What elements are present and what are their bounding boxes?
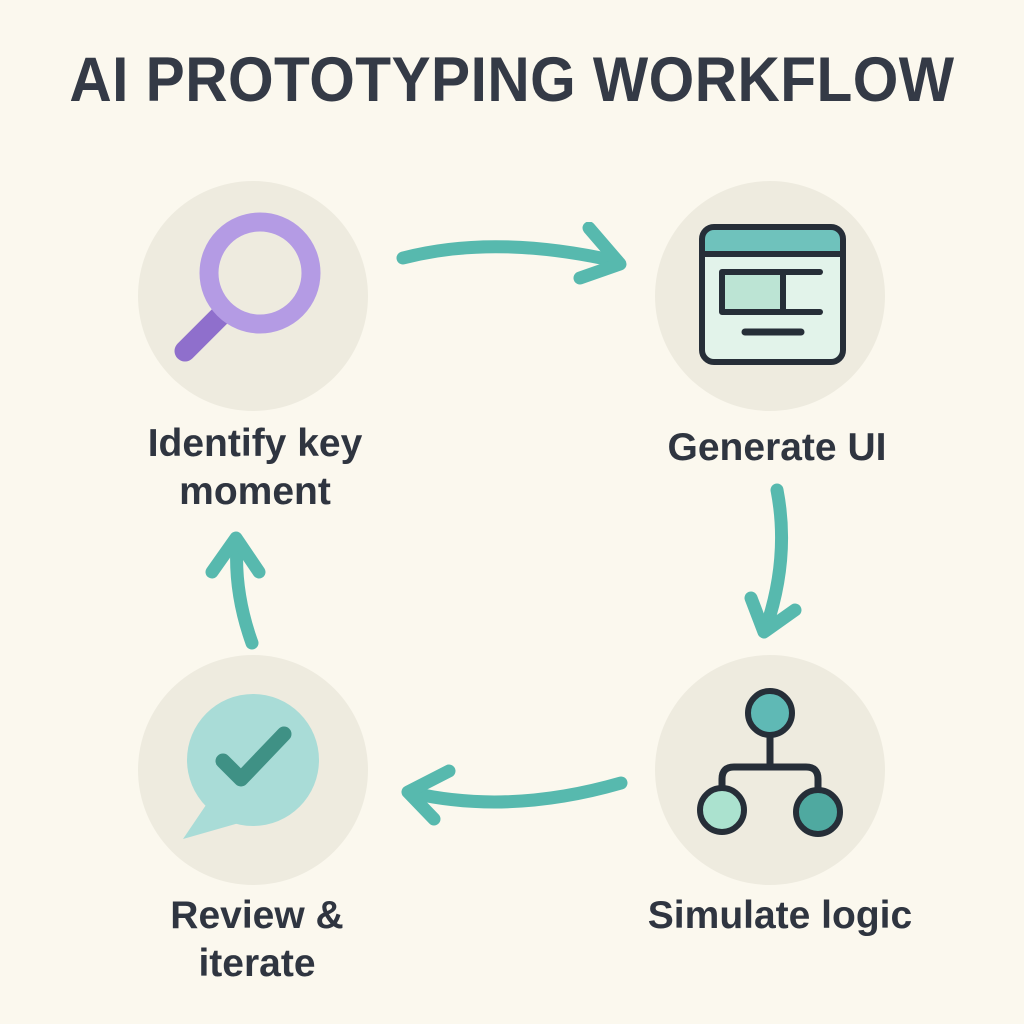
check-speech-bubble-icon xyxy=(183,694,319,839)
step-identify-label: Identify key moment xyxy=(147,422,363,513)
arrow-generate-to-simulate xyxy=(744,483,802,639)
step-generate-icon-circle xyxy=(655,181,885,411)
browser-window-icon xyxy=(699,224,846,365)
step-identify-icon-circle xyxy=(138,181,368,411)
step-review-icon-circle xyxy=(138,655,368,885)
page-title: AI PROTOTYPING WORKFLOW xyxy=(69,45,955,115)
arrow-review-to-identify xyxy=(205,531,266,650)
step-review-label: Review & iterate xyxy=(170,894,344,985)
step-generate-label: Generate UI xyxy=(667,426,887,469)
arrow-simulate-to-review xyxy=(401,764,628,826)
step-simulate-label: Simulate logic xyxy=(647,894,913,937)
step-simulate-icon-circle xyxy=(655,655,885,885)
arrow-identify-to-generate xyxy=(396,222,627,285)
magnifier-icon xyxy=(174,212,321,362)
flow-nodes-icon xyxy=(697,688,843,837)
